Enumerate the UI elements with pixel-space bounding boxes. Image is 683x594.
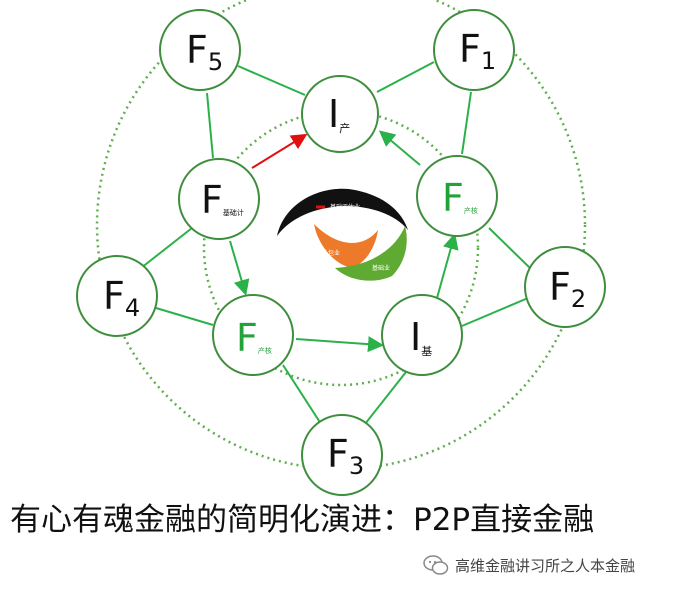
black-crescent-label: 基础评估业 [330,203,360,211]
node-f-jichou-main: F [201,178,223,222]
node-f2: F2 [524,246,606,328]
orange-leaf-label: 外包业 [322,249,340,257]
arrow-fchanhe2-iji [295,336,384,353]
watermark-text: 高维金融讲习所之人本金融 [455,556,636,575]
wechat-icon [423,555,449,575]
node-f5: F5 [159,9,241,91]
svg-text:I基: I基 [410,315,432,359]
edge-iji-f3 [364,371,407,425]
node-f-chanhe2-sub: 产核 [258,346,272,355]
inner-dotted-ring [202,109,480,387]
center-graphic: 基础评估业 外包业 基础业 [277,188,408,281]
node-f3: F3 [301,414,383,496]
edge-fchanhe2-f3 [282,364,324,428]
green-leaf-label: 基础业 [372,264,390,272]
node-f1: F1 [433,9,515,91]
svg-text:F1: F1 [459,27,496,75]
node-f5-sub: 5 [208,48,223,76]
svg-text:F基础计: F基础计 [201,178,244,222]
edge-fjichou-f4 [140,227,193,269]
edge-f1-fchanhe [461,91,472,155]
node-i-chan-sub: 产 [339,121,350,135]
svg-text:F产核: F产核 [442,176,478,220]
edge-f1-i [376,61,435,93]
node-i-ji-sub: 基 [421,345,432,358]
node-f4-sub: 4 [125,294,140,322]
caption-title: 有心有魂金融的简明化演进：P2P直接金融 [10,502,595,538]
node-f-chanhe-sub: 产核 [464,206,478,215]
arrow-fchanhe-ichan [378,130,421,166]
node-f5-main: F [186,28,208,72]
svg-text:F5: F5 [186,28,223,76]
arrow-fjichou-ichan-red [251,133,308,169]
svg-text:F3: F3 [327,432,364,480]
node-f3-main: F [327,432,349,476]
edges [140,61,533,428]
node-f-chanhe2: F产核 [212,294,294,376]
edge-f2-iji [461,297,529,327]
node-f3-sub: 3 [349,452,364,480]
arrow-fjichou-fchanhe2 [229,240,250,296]
edge-f5-fjichou [206,92,214,159]
svg-text:F产核: F产核 [236,316,272,360]
node-f-jichou-sub: 基础计 [223,208,244,217]
node-f4-main: F [103,274,125,318]
node-f2-main: F [549,265,571,309]
node-f2-sub: 2 [571,285,586,313]
node-f1-sub: 1 [481,47,496,75]
edge-f4-fchanhe2 [155,307,214,326]
node-f-chanhe: F产核 [416,155,498,237]
edge-f5-i [237,65,306,96]
node-i-chan: I产 [301,75,379,153]
node-i-ji: I基 [381,294,463,376]
node-f-chanhe2-main: F [236,316,258,360]
edge-f2-fchanhe [488,227,533,271]
arrow-iji-fchanhe [436,233,459,299]
svg-text:F4: F4 [103,274,140,322]
node-f1-main: F [459,27,481,71]
svg-text:I产: I产 [328,92,350,136]
outer-dotted-ring [95,0,587,471]
watermark: 高维金融讲习所之人本金融 [423,550,678,580]
orange-leaf [314,224,378,268]
black-crescent [277,188,408,236]
node-f-jichou: F基础计 [178,158,260,240]
node-i-chan-main: I [328,92,339,136]
svg-text:F2: F2 [549,265,586,313]
node-f4: F4 [76,255,158,337]
node-f-chanhe-main: F [442,176,464,220]
green-leaf [335,226,407,281]
node-i-ji-main: I [410,315,421,359]
